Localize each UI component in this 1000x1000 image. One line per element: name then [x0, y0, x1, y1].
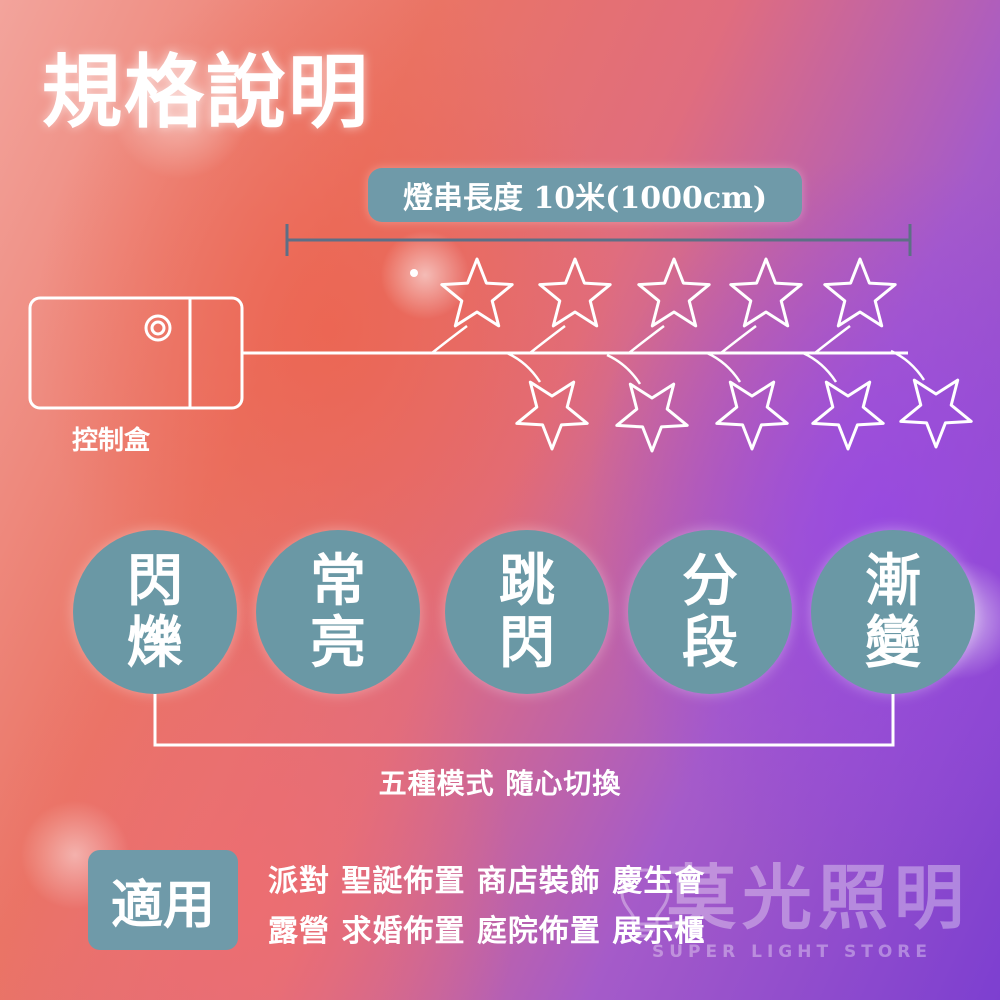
modes-bracket [153, 690, 895, 747]
mode-circle-steady: 常 亮 [256, 530, 420, 694]
mode-circle-segment: 分 段 [628, 530, 792, 694]
star-stem [606, 353, 642, 385]
mode-circle-flash: 閃 爍 [73, 530, 237, 694]
star-stem [720, 325, 757, 354]
star-stem [529, 325, 566, 354]
star-light [440, 257, 514, 328]
mode-label-line1: 漸 [865, 548, 921, 614]
mode-label-line2: 爍 [127, 610, 183, 676]
length-badge: 燈串長度 10米(1000cm) [368, 168, 802, 222]
control-box-label: 控制盒 [72, 426, 151, 456]
star-light [538, 257, 612, 328]
control-box [28, 296, 244, 410]
mode-label-line1: 跳 [499, 548, 555, 614]
dimension-line [285, 224, 912, 256]
star-light [899, 378, 973, 449]
watermark-name-en: SUPER LIGHT STORE [652, 942, 932, 962]
star-light [811, 380, 885, 451]
brand-watermark: 莫光照明 SUPER LIGHT STORE [622, 856, 970, 963]
star-stem [431, 325, 468, 354]
star-stem [628, 325, 665, 354]
mode-label-line2: 閃 [499, 610, 555, 676]
mode-circle-fade: 漸 變 [811, 530, 975, 694]
modes-caption: 五種模式 隨心切換 [378, 767, 622, 800]
star-light [615, 382, 689, 453]
star-light [637, 257, 711, 328]
star-light [823, 257, 897, 328]
star-stem [814, 325, 851, 354]
sparkle-dot [410, 269, 418, 277]
star-stem [802, 351, 838, 383]
page-title: 規格說明 [42, 45, 370, 139]
star-light [715, 380, 789, 451]
watermark-name-cn: 莫光照明 [666, 856, 970, 939]
star-stems [431, 325, 926, 385]
use-title-badge: 適用 [88, 850, 238, 950]
mode-label-line2: 變 [865, 610, 921, 676]
star-light [729, 257, 803, 328]
mode-label-line1: 分 [682, 548, 738, 614]
use-line-1: 派對 聖誕佈置 商店裝飾 慶生會 [268, 864, 706, 899]
mode-label-line2: 亮 [310, 610, 366, 676]
mode-label-line1: 閃 [127, 548, 183, 614]
mode-label-line1: 常 [310, 548, 366, 614]
star-stem [706, 351, 742, 383]
star-lights [440, 257, 973, 453]
lightbulb-icon [620, 868, 670, 938]
star-stem [506, 351, 542, 383]
use-line-2: 露營 求婚佈置 庭院佈置 展示櫃 [268, 914, 706, 949]
mode-label-line2: 段 [682, 610, 738, 676]
star-stem [890, 349, 926, 381]
star-light [515, 380, 589, 451]
mode-circle-jump: 跳 閃 [445, 530, 609, 694]
